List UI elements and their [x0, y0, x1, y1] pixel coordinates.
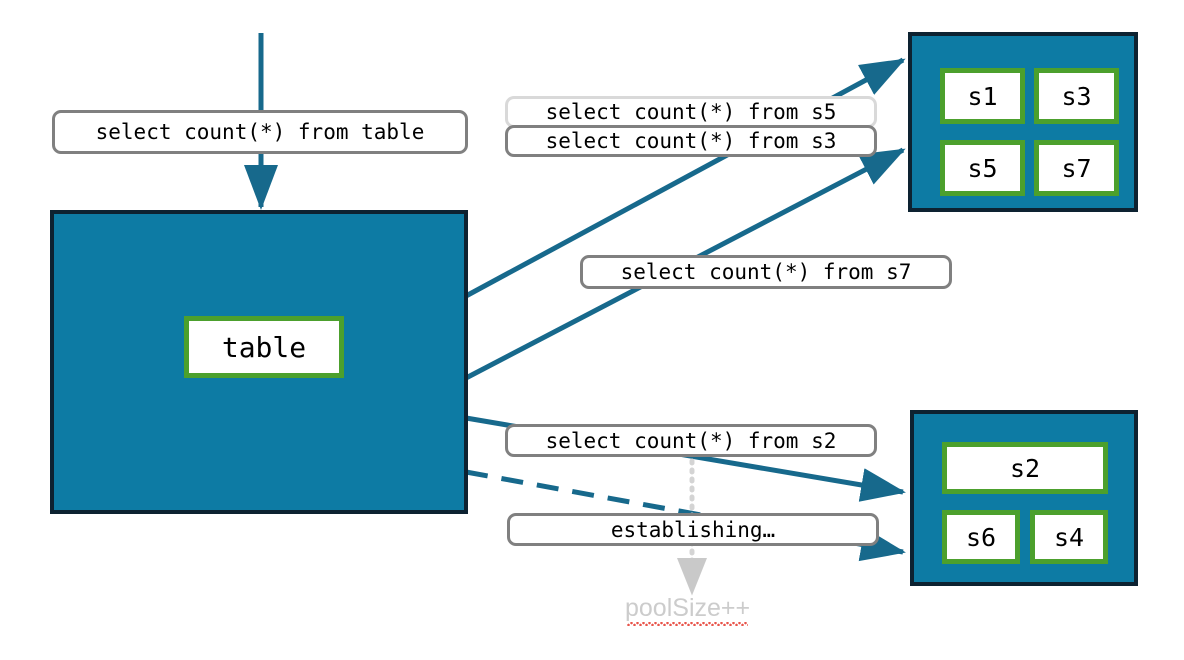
- server-node-s3[interactable]: s3: [1034, 68, 1119, 124]
- query-label-s3-text: select count(*) from s3: [545, 129, 837, 153]
- server-node-s1[interactable]: s1: [940, 68, 1025, 124]
- server-node-s5[interactable]: s5: [940, 140, 1025, 196]
- query-label-s5[interactable]: select count(*) from s5: [505, 96, 877, 128]
- poolsize-annotation: poolSize++: [625, 594, 751, 626]
- query-label-s7-text: select count(*) from s7: [620, 260, 912, 284]
- query-label-entry-text: select count(*) from table: [95, 120, 425, 144]
- server-node-s7[interactable]: s7: [1034, 140, 1119, 196]
- server-node-s6-label: s6: [965, 522, 997, 552]
- query-label-s2-text: select count(*) from s2: [545, 428, 837, 453]
- query-label-s7[interactable]: select count(*) from s7: [580, 255, 952, 289]
- table-node[interactable]: table: [184, 316, 344, 378]
- server-node-s4-label: s4: [1053, 522, 1085, 552]
- server-node-s6[interactable]: s6: [942, 510, 1020, 564]
- poolsize-annotation-text: poolSize++: [625, 594, 751, 622]
- server-node-s2[interactable]: s2: [942, 442, 1108, 494]
- query-label-s5-text: select count(*) from s5: [545, 100, 837, 124]
- server-node-s2-label: s2: [1009, 453, 1041, 483]
- query-label-entry[interactable]: select count(*) from table: [52, 110, 468, 154]
- table-node-label: table: [221, 330, 307, 364]
- server-node-s4[interactable]: s4: [1030, 510, 1108, 564]
- server-node-s7-label: s7: [1061, 153, 1092, 183]
- query-label-s2[interactable]: select count(*) from s2: [505, 424, 877, 457]
- status-label-establishing-text: establishing…: [610, 517, 776, 542]
- server-node-s3-label: s3: [1061, 81, 1092, 111]
- spellcheck-underline-icon: [627, 622, 749, 626]
- pool-bottom: s2 s6 s4: [910, 410, 1138, 586]
- server-node-s1-label: s1: [967, 81, 998, 111]
- table-container: table: [50, 210, 468, 514]
- pool-top: s1 s3 s5 s7: [908, 32, 1138, 212]
- server-node-s5-label: s5: [967, 153, 998, 183]
- query-label-s3[interactable]: select count(*) from s3: [505, 125, 877, 157]
- status-label-establishing[interactable]: establishing…: [507, 513, 879, 546]
